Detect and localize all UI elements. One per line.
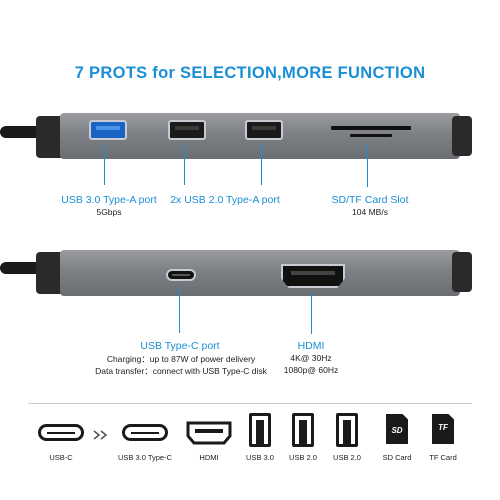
usb30-icon bbox=[249, 413, 271, 447]
usb30-typec-caption: USB 3.0 Type-C bbox=[117, 453, 173, 462]
bottom-hub-left-cap bbox=[36, 252, 64, 294]
top-cable bbox=[0, 126, 42, 138]
tf-card-slot bbox=[350, 134, 392, 137]
usb3-label: USB 3.0 Type-A port bbox=[61, 194, 157, 206]
hdmi-1080p: 1080p@ 60Hz bbox=[283, 365, 339, 375]
usb20-caption-2: USB 2.0 bbox=[333, 453, 361, 462]
usb2-port-1 bbox=[168, 120, 206, 140]
usb2-callout-line-1 bbox=[184, 145, 185, 185]
usbc-charging: Charging：up to 87W of power delivery bbox=[106, 354, 256, 364]
hdmi-icon bbox=[186, 421, 232, 445]
sd-card-slot bbox=[331, 126, 411, 130]
usb30-caption: USB 3.0 bbox=[246, 453, 274, 462]
page-title: 7 PROTS for SELECTION,MORE FUNCTION bbox=[74, 64, 426, 82]
usb30-typec-icon bbox=[122, 424, 168, 441]
usb2-port-2 bbox=[245, 120, 283, 140]
usbc-label: USB Type-C port bbox=[140, 340, 220, 352]
sd-glyph: SD bbox=[391, 426, 403, 435]
bottom-cable bbox=[0, 262, 42, 274]
usb3-callout-line bbox=[104, 145, 105, 185]
hdmi-port bbox=[281, 264, 345, 288]
usb2-label: 2x USB 2.0 Type-A port bbox=[170, 194, 280, 206]
double-arrow-icon bbox=[92, 427, 110, 440]
usb-c-caption: USB-C bbox=[49, 453, 73, 462]
sd-card-icon: SD bbox=[386, 414, 408, 444]
tf-glyph: TF bbox=[438, 423, 448, 432]
top-hub-right-cap bbox=[452, 116, 472, 156]
card-callout-line bbox=[367, 145, 368, 187]
usb20-caption-1: USB 2.0 bbox=[289, 453, 317, 462]
bottom-hub-body bbox=[60, 250, 460, 296]
sd-card-caption: SD Card bbox=[382, 453, 412, 462]
bottom-hub-right-cap bbox=[452, 252, 472, 292]
tf-card-icon: TF bbox=[432, 414, 454, 444]
usb3-port bbox=[89, 120, 127, 140]
usbc-port bbox=[166, 269, 196, 281]
usb-c-icon bbox=[38, 424, 84, 441]
usbc-data: Data transfer：connect with USB Type-C di… bbox=[95, 366, 267, 376]
usb20-icon-2 bbox=[336, 413, 358, 447]
card-slot-speed: 104 MB/s bbox=[352, 207, 388, 217]
hdmi-4k: 4K@ 30Hz bbox=[290, 353, 332, 363]
usb20-icon-1 bbox=[292, 413, 314, 447]
hdmi-callout-line bbox=[311, 292, 312, 334]
card-slot-label: SD/TF Card Slot bbox=[331, 194, 409, 206]
usbc-callout-line bbox=[179, 287, 180, 333]
usb2-callout-line-2 bbox=[261, 145, 262, 185]
hdmi-caption: HDMI bbox=[199, 453, 219, 462]
usb3-speed: 5Gbps bbox=[96, 207, 122, 217]
tf-card-caption: TF Card bbox=[429, 453, 457, 462]
divider bbox=[28, 403, 472, 404]
hdmi-label: HDMI bbox=[297, 340, 325, 352]
top-hub-left-cap bbox=[36, 116, 64, 158]
